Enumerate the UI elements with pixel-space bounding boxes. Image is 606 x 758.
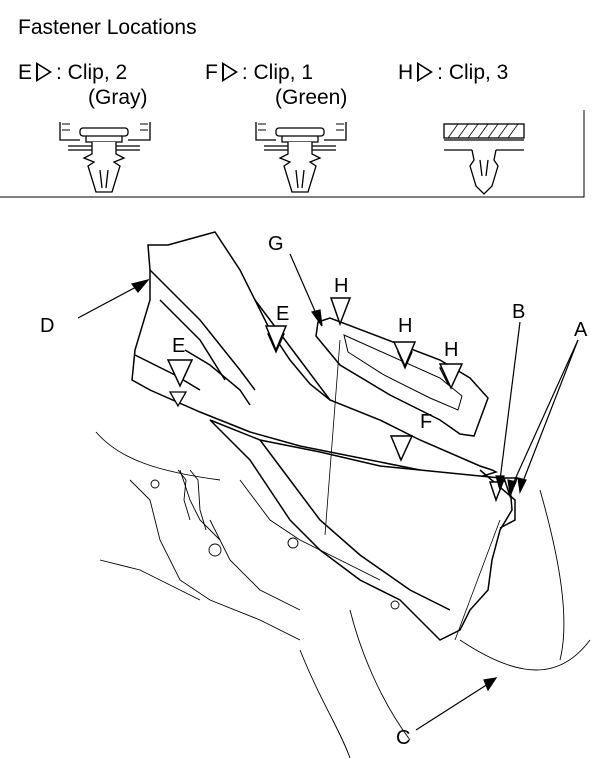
triangle-icon <box>329 297 352 327</box>
callout-f: F <box>420 411 432 433</box>
triangle-icon <box>36 62 53 82</box>
callout-e-1: E <box>172 335 185 357</box>
triangle-icon <box>166 359 194 388</box>
callout-triangles <box>166 297 519 503</box>
legend-f: F : Clip, 1 <box>205 62 313 85</box>
callout-d: D <box>40 315 54 337</box>
legend-e: E : Clip, 2 <box>18 62 127 85</box>
legend-f-sub: (Green) <box>275 86 348 109</box>
trim-strip-g <box>315 317 489 437</box>
guide-lines <box>324 339 501 641</box>
leader-lines <box>77 253 579 731</box>
pillar-trim <box>209 419 516 641</box>
legend-f-text: : Clip, 1 <box>241 61 314 85</box>
triangle-icon <box>221 62 238 82</box>
legend-frame <box>0 110 585 198</box>
legend-e-letter: E <box>18 61 33 85</box>
clip-e-icon <box>59 122 151 193</box>
callout-h-1: H <box>334 275 348 297</box>
triangle-icon <box>392 341 417 368</box>
callout-c: C <box>396 727 410 749</box>
legend-h-letter: H <box>398 61 414 85</box>
legend-f-letter: F <box>205 61 218 85</box>
triangle-icon <box>417 62 434 82</box>
clip-h-icon <box>443 123 525 195</box>
legend-h: H : Clip, 3 <box>398 62 508 85</box>
legend-h-text: : Clip, 3 <box>437 61 509 85</box>
legend-e-sub: (Gray) <box>88 86 148 109</box>
callout-b: B <box>512 301 525 323</box>
callout-e-2: E <box>276 303 289 325</box>
vehicle-body-lines <box>95 431 591 758</box>
callout-h-2: H <box>398 315 412 337</box>
callout-g: G <box>268 233 284 255</box>
triangle-icon <box>389 435 414 462</box>
trim-panel <box>131 231 499 481</box>
callout-a: A <box>574 319 588 341</box>
triangle-icon <box>264 325 288 352</box>
legend-e-text: : Clip, 2 <box>56 61 128 85</box>
triangle-icon <box>438 363 464 390</box>
page-title: Fastener Locations <box>18 16 197 39</box>
clip-f-icon <box>255 122 347 193</box>
callout-h-3: H <box>444 339 458 361</box>
